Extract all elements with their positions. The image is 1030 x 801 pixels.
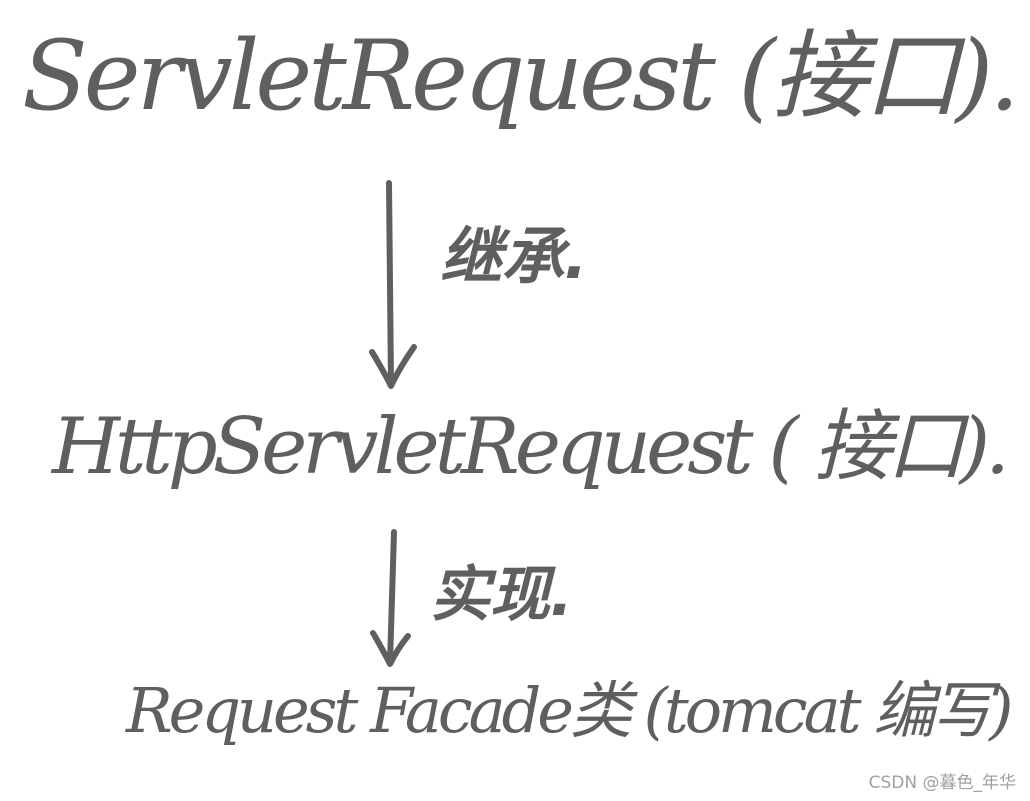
node-http-servlet-request: HttpServletRequest ( 接口). bbox=[52, 402, 1010, 492]
edge-label-implement: 实现. bbox=[430, 560, 573, 630]
edge-arrow-implement-head bbox=[370, 630, 411, 667]
node-servlet-request: ServletRequest (接口). bbox=[22, 20, 1020, 132]
edge-arrow-inherit-shaft bbox=[386, 180, 394, 388]
node-request-facade: Request Facade类 (tomcat 编写) bbox=[126, 674, 1013, 747]
edge-arrow-inherit-head bbox=[369, 344, 417, 389]
edge-arrow-implement-shaft bbox=[387, 529, 397, 666]
watermark: CSDN @暮色_年华 bbox=[868, 773, 1016, 793]
edge-label-inherit: 继承. bbox=[440, 220, 588, 293]
